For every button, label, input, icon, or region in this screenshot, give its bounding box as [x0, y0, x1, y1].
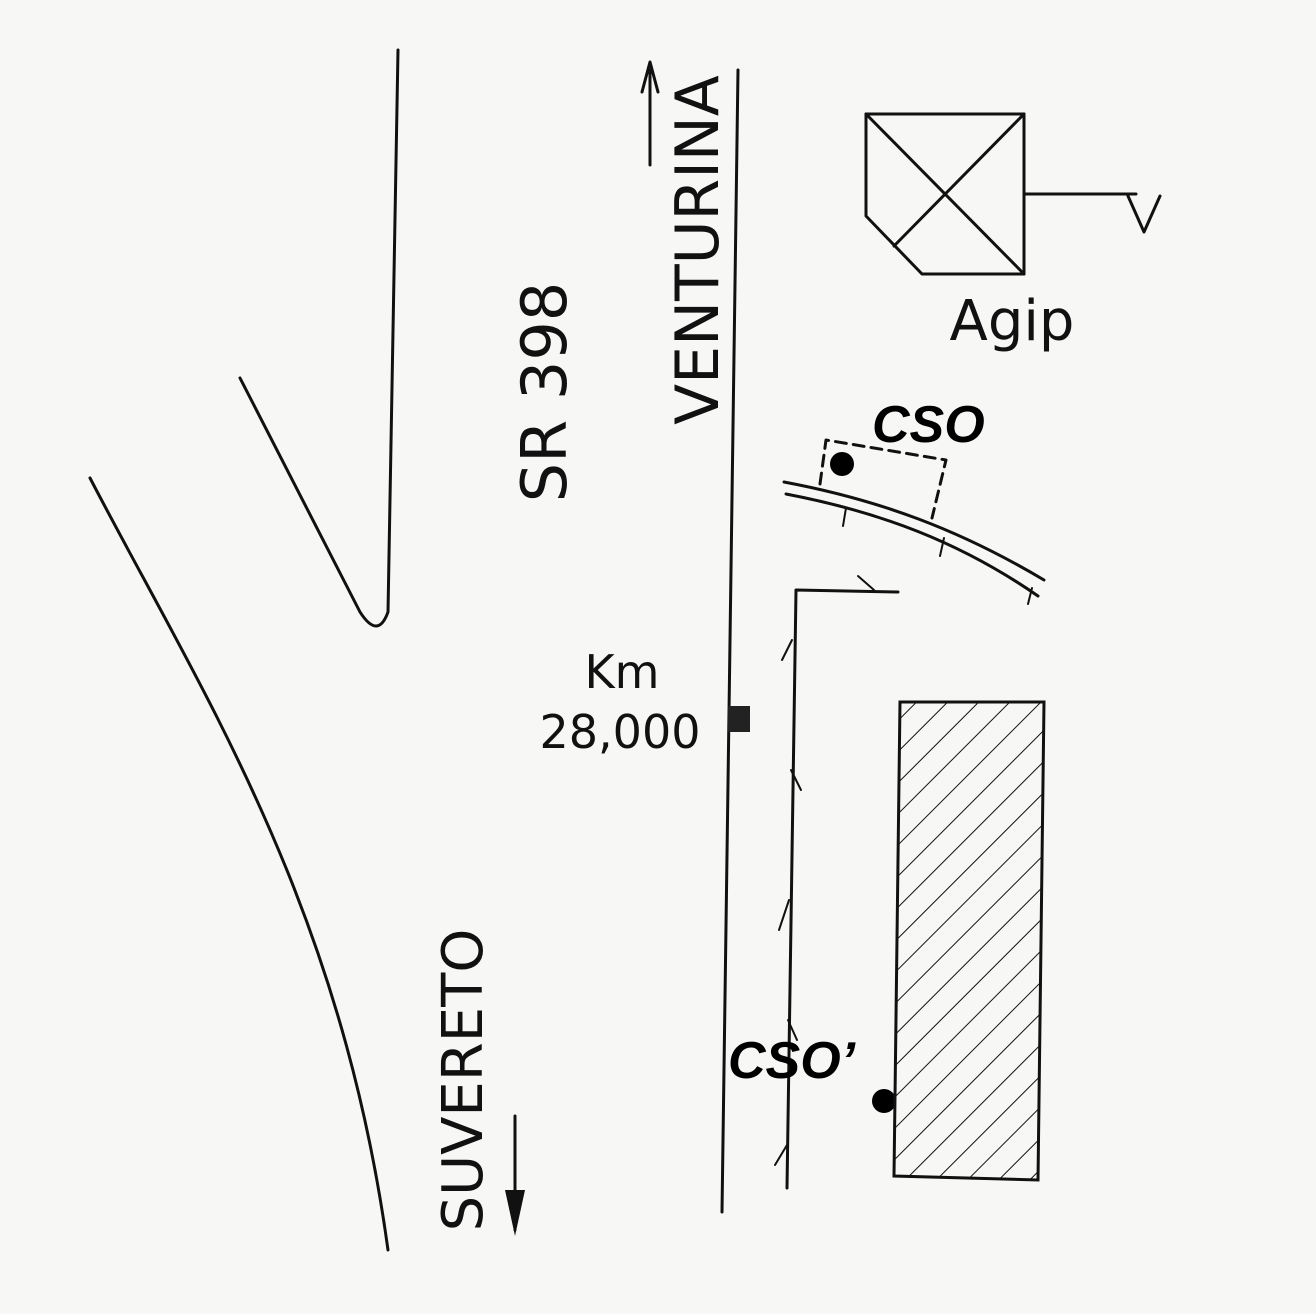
- suvereto-label: SUVERETO: [431, 929, 496, 1232]
- cso-label: CSO: [872, 396, 985, 454]
- cso-prime-point-marker: [872, 1089, 896, 1113]
- km-unit-label: Km: [585, 645, 660, 699]
- agip-label: Agip: [950, 289, 1075, 354]
- right-road-edge: [785, 588, 900, 1190]
- cso-prime-label: CSO’: [728, 1032, 857, 1090]
- milestone-icon: [728, 706, 750, 732]
- side-road-junction: [238, 48, 400, 628]
- km-value-label: 28,000: [540, 705, 701, 759]
- venturina-label: VENTURINA: [663, 75, 733, 425]
- road-name-label: SR 398: [508, 282, 581, 502]
- cso-dashed-area: [818, 438, 948, 520]
- main-road-line: [720, 68, 740, 1214]
- fuel-station-icon: [864, 112, 1162, 276]
- arrow-up-icon: [640, 60, 660, 167]
- curved-driveway: [782, 480, 1046, 605]
- side-road-left-edge: [88, 476, 390, 1252]
- cso-point-marker: [830, 452, 854, 476]
- arrow-down-icon: [505, 1114, 525, 1236]
- hatched-building: [892, 700, 1046, 1182]
- road-edge-ticks: [774, 575, 875, 1166]
